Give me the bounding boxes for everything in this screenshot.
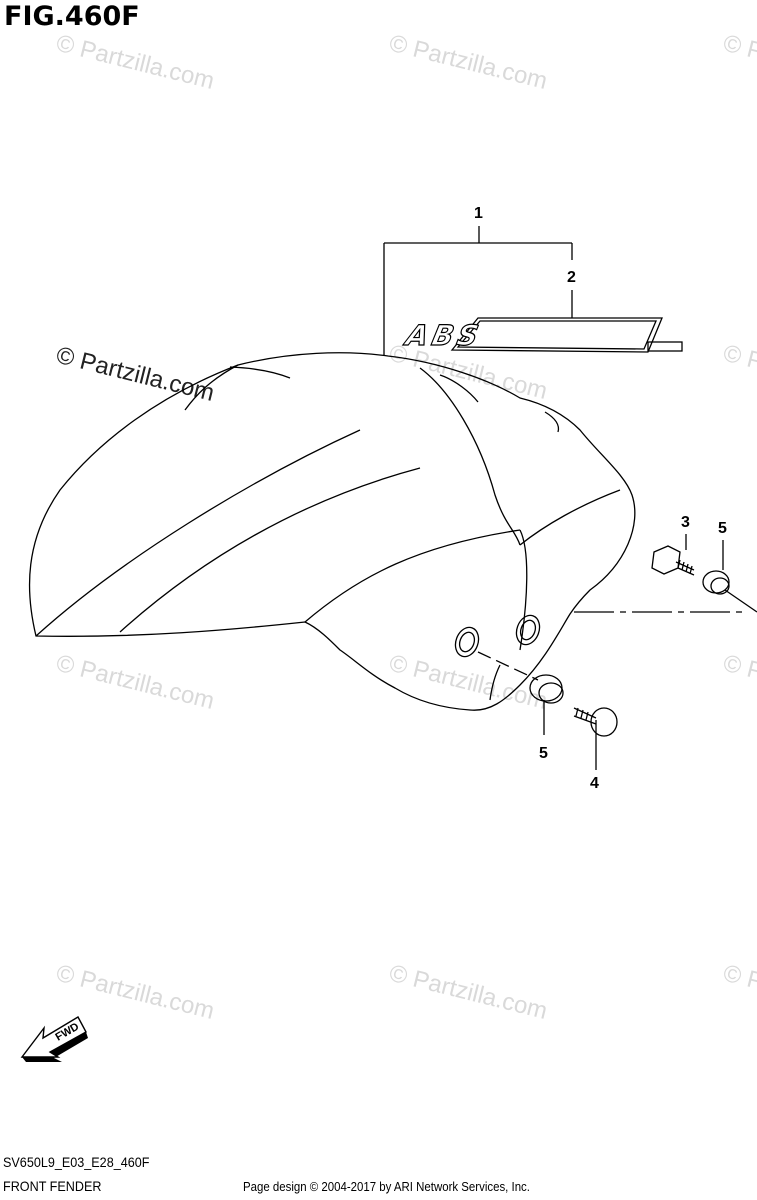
- copyright-credit: Page design © 2004-2017 by ARI Network S…: [243, 1179, 530, 1194]
- watermark-layer: © Partzilla.com © Partzilla.com © Partzi…: [54, 30, 757, 1025]
- watermark: © Partzilla.com: [387, 30, 550, 95]
- watermark-dark: © Partzilla.com: [54, 342, 217, 407]
- watermark: © Partzilla.com: [387, 650, 550, 715]
- diagram-name: FRONT FENDER: [3, 1178, 102, 1194]
- fender-ridge: [489, 664, 501, 701]
- cushion-part-5-right: [702, 570, 730, 595]
- watermark: © Partzilla.com: [54, 30, 217, 95]
- fender-ridge: [229, 366, 291, 379]
- callout-5: 5: [718, 520, 727, 537]
- callout-1: 1: [474, 205, 483, 222]
- decal-tag: [647, 341, 683, 352]
- diagram-code: SV650L9_E03_E28_460F: [3, 1154, 150, 1170]
- mount-hole: [515, 614, 541, 646]
- figure-title: FIG.460F: [4, 1, 140, 32]
- bolt-shank: [573, 707, 597, 725]
- bolt-part-4: [573, 707, 618, 737]
- callout-4: 4: [590, 775, 599, 792]
- mount-hole: [519, 619, 537, 641]
- decal-outline: [456, 320, 657, 350]
- cushion-body: [702, 570, 730, 594]
- watermark: © Partzilla.com: [721, 960, 757, 1025]
- watermark: © Partzilla.com: [721, 650, 757, 715]
- fender-ridge: [35, 429, 361, 637]
- watermark: © Partzilla.com: [54, 650, 217, 715]
- cushion-part-5-bottom: [529, 674, 564, 704]
- callout-2: 2: [567, 269, 576, 286]
- dashed-leader: [724, 589, 757, 613]
- mount-hole: [454, 626, 480, 658]
- fender-ridge: [439, 374, 479, 403]
- fwd-arrow-shadow: [22, 1032, 88, 1062]
- watermark: © Partzilla.com: [721, 30, 757, 95]
- mount-hole: [458, 631, 476, 653]
- decal-text: ABS: [401, 319, 485, 352]
- front-fender: [28, 352, 636, 711]
- watermark: © Partzilla.com: [54, 960, 217, 1025]
- bolt-head: [651, 545, 681, 575]
- fender-ridge: [304, 529, 521, 623]
- callout-3: 3: [681, 514, 690, 531]
- fender-ridge: [419, 367, 521, 546]
- decal-outline: [450, 317, 663, 353]
- bolt-shank: [675, 559, 695, 576]
- dashed-leader: [477, 651, 539, 681]
- bracket-line: [383, 226, 573, 356]
- callout-5: 5: [539, 745, 548, 762]
- fender-ridge: [519, 489, 621, 546]
- fender-ridge: [544, 411, 560, 433]
- fwd-arrow: FWD: [20, 1016, 88, 1062]
- leader-lines: [383, 226, 757, 770]
- fender-ridge: [184, 364, 239, 411]
- cushion-face: [538, 682, 564, 704]
- callouts: 1 2 3 5 5 4: [474, 205, 727, 792]
- bolt-head: [590, 707, 618, 737]
- cushion-face: [710, 577, 730, 595]
- fender-outline: [28, 352, 636, 711]
- fender-ridge: [119, 467, 421, 633]
- watermark: © Partzilla.com: [387, 960, 550, 1025]
- fender-ridge: [519, 529, 528, 651]
- watermark: © Partzilla.com: [721, 340, 757, 405]
- abs-decal: ABS: [401, 317, 683, 353]
- bolt-part-3: [651, 545, 695, 576]
